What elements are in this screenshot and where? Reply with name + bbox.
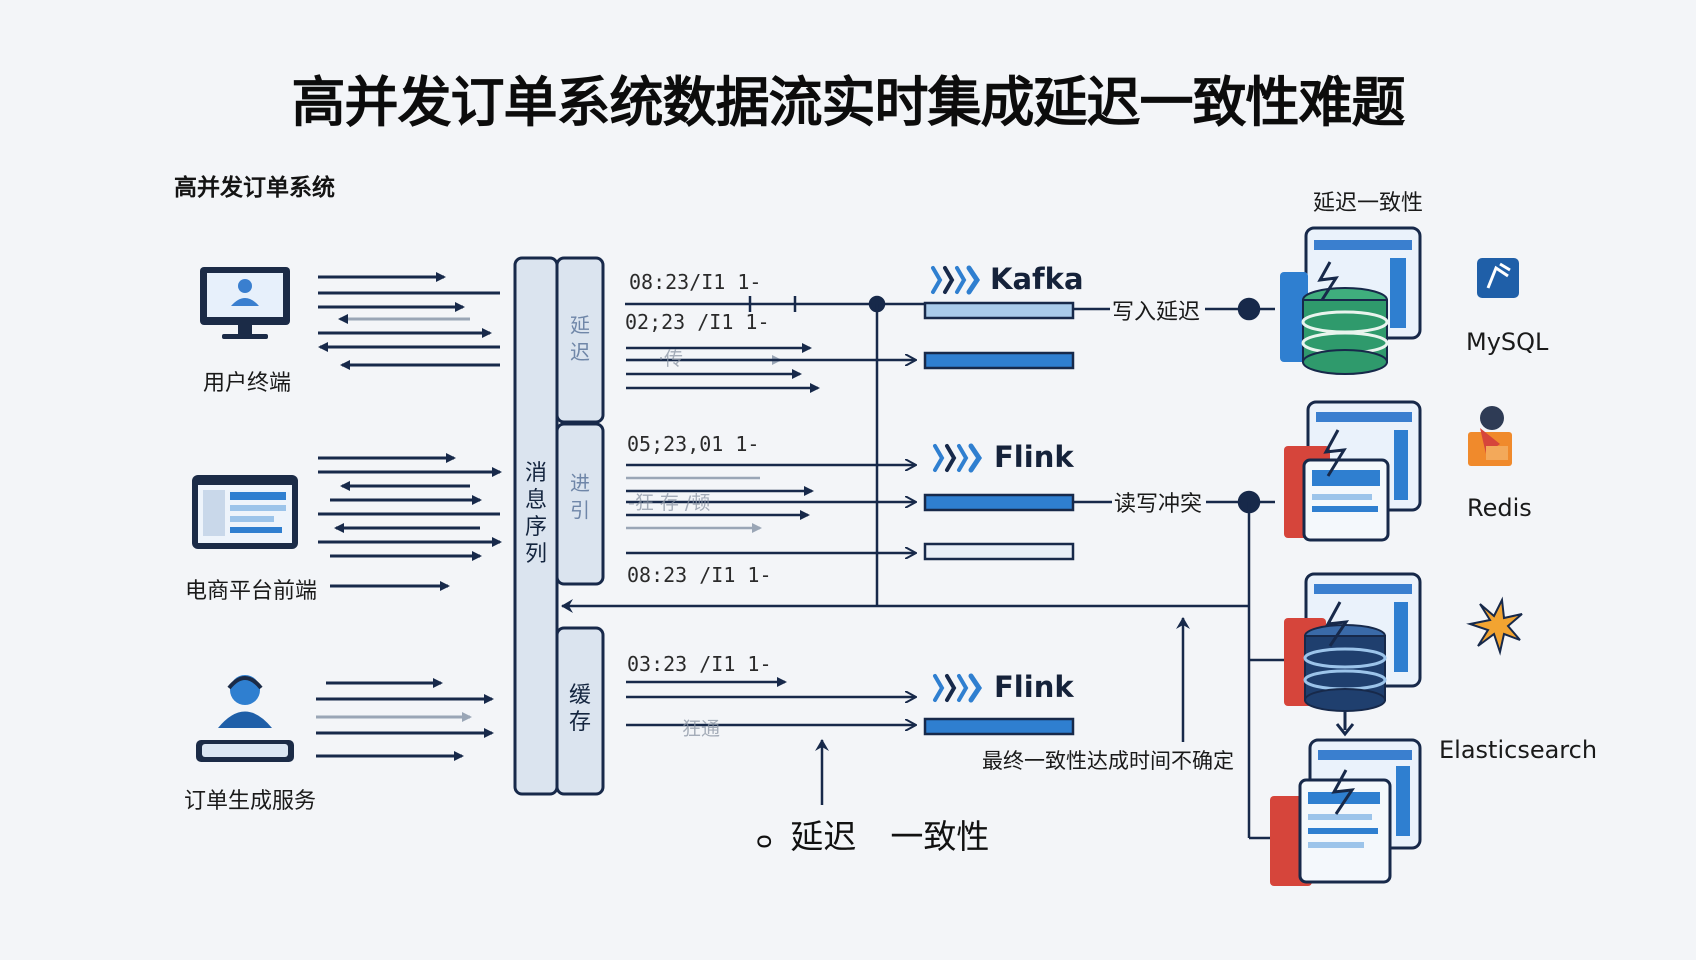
legend-marker: ᴑ: [756, 826, 773, 854]
processor-flink-label: Flink: [994, 440, 1074, 474]
page-title: 高并发订单系统数据流实时集成延迟一致性难题: [291, 71, 1406, 134]
flink-chevrons-icon: [933, 443, 983, 473]
replica-server-icon: [1270, 738, 1422, 886]
timestamp-2: 02;23 /I1 1-: [625, 310, 770, 334]
source-arrows-3: [316, 678, 494, 761]
service-operator-icon: [196, 675, 294, 762]
store-mysql-label: MySQL: [1466, 328, 1549, 356]
elasticsearch-logo-icon: [1466, 596, 1523, 656]
flink-chevrons-icon-2: [933, 673, 983, 703]
source-label-order-service: 订单生成服务: [184, 789, 317, 814]
mysql-server-icon: [1280, 226, 1422, 375]
faded-label-3: 狂通: [682, 718, 721, 740]
legend-item-delay: 延迟: [790, 817, 857, 856]
timestamp-3: 05;23,01 1-: [627, 432, 760, 456]
redis-logo-icon: [1468, 406, 1512, 466]
queue-segment-index: 进引: [570, 471, 590, 522]
store-elasticsearch-label: Elasticsearch: [1439, 736, 1598, 764]
queue-segment-cache: 缓存: [568, 683, 591, 735]
legend-item-consistency: 一致性: [890, 817, 990, 856]
faded-label-1: ·传: [658, 348, 684, 370]
timestamp-5: 03:23 /I1 1-: [627, 652, 772, 676]
section-label: 高并发订单系统: [174, 175, 335, 201]
message-queue: [513, 256, 605, 796]
issue-eventual-consistency: 最终一致性达成时间不确定: [982, 749, 1234, 773]
issue-write-delay: 写入延迟: [1112, 300, 1201, 325]
kafka-chevrons-icon: [931, 265, 981, 295]
mysql-logo-icon: [1477, 258, 1519, 298]
web-frontend-icon: [192, 475, 298, 549]
queue-segment-delay: 延迟: [570, 313, 590, 364]
monitor-user-icon: [200, 267, 290, 339]
timestamp-4: 08:23 /I1 1-: [627, 563, 772, 587]
processor-flink-label-2: Flink: [994, 670, 1074, 704]
legend: ᴑ 延迟一致性: [756, 810, 989, 858]
source-label-user-terminal: 用户终端: [203, 371, 292, 396]
processor-kafka-label: Kafka: [990, 262, 1084, 296]
source-arrows-2: [318, 453, 502, 591]
right-connectors: [1073, 297, 1288, 840]
redis-server-icon: [1284, 400, 1422, 542]
middle-arrows: [561, 295, 1249, 805]
queue-main-label: 消息序列: [524, 461, 547, 567]
consistency-label: 延迟一致性: [1313, 191, 1424, 216]
timestamp-1: 08:23/I1 1-: [629, 270, 762, 294]
source-arrows-1: [318, 272, 500, 370]
elasticsearch-server-icon: [1284, 572, 1422, 737]
faded-label-2: -狂 存 /顿: [628, 492, 711, 514]
store-redis-label: Redis: [1467, 494, 1532, 522]
processor-bars: [923, 301, 1075, 736]
issue-rw-conflict: 读写冲突: [1114, 492, 1203, 517]
source-label-ecommerce-frontend: 电商平台前端: [185, 579, 318, 604]
